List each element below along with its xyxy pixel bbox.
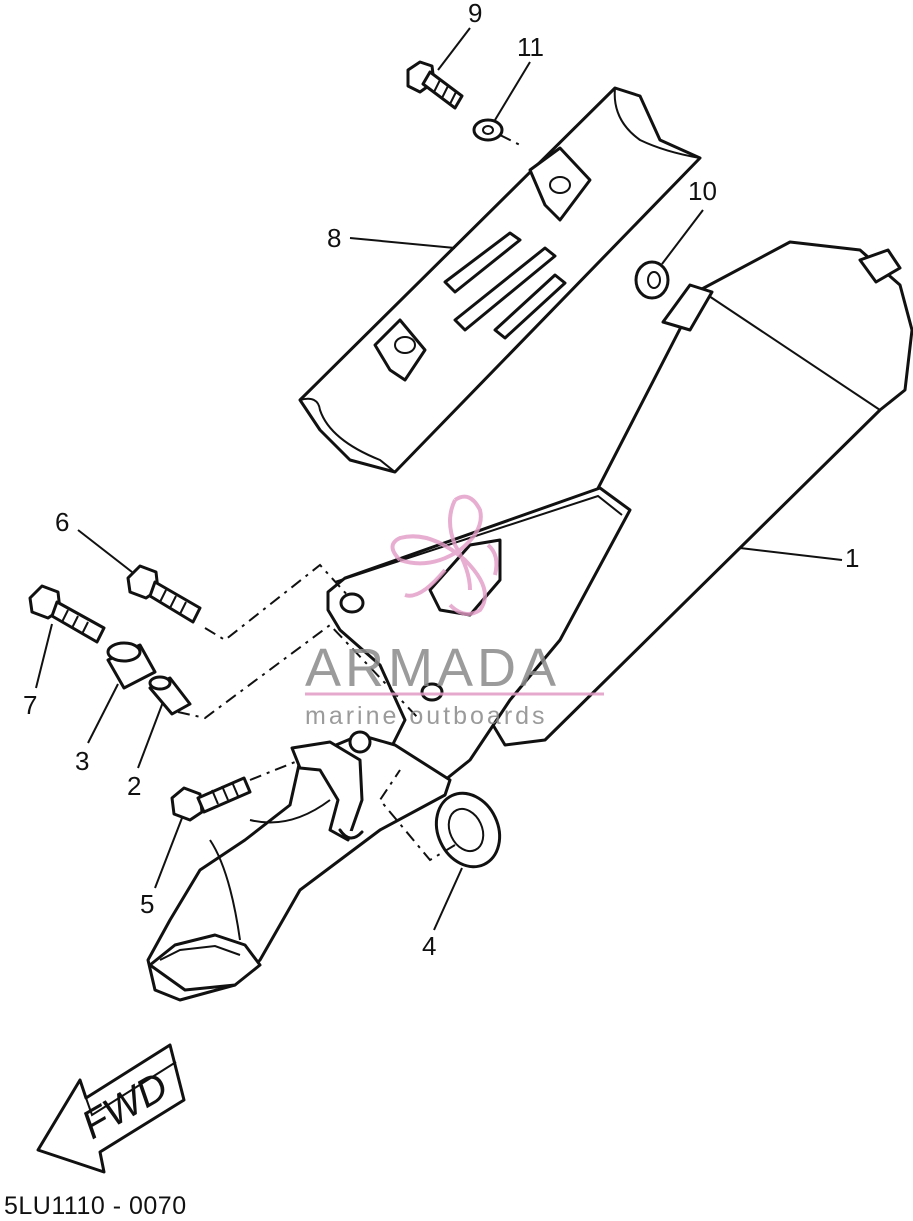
diagram-code: 5LU1110 - 0070 (4, 1192, 187, 1220)
gasket-4 (434, 791, 502, 869)
watermark-name: ARMADA (305, 638, 560, 698)
mount-bracket (326, 486, 632, 802)
callout-3: 3 (75, 746, 89, 776)
callout-labels: 1 2 3 4 5 6 7 8 9 10 11 (23, 0, 859, 961)
callout-6: 6 (55, 507, 69, 537)
bolt-5 (170, 776, 252, 822)
bolt-9 (406, 60, 464, 110)
forward-arrow: FWD (36, 1043, 186, 1174)
leader-lines (35, 27, 843, 931)
watermark-tagline: marine outboards (305, 702, 548, 730)
callout-1: 1 (845, 543, 859, 573)
callout-5: 5 (140, 889, 154, 919)
assembly-lines (177, 134, 521, 862)
callout-7: 7 (23, 690, 37, 720)
heat-protector (298, 86, 702, 474)
callout-4: 4 (422, 931, 436, 961)
callout-9: 9 (468, 0, 482, 28)
exhaust-pipe (146, 730, 452, 1002)
callout-8: 8 (327, 223, 341, 253)
bolt-7 (28, 584, 106, 644)
callout-10: 10 (688, 176, 717, 206)
callout-11: 11 (517, 32, 544, 62)
bolt-6 (126, 564, 202, 624)
grommet-10 (634, 260, 670, 300)
watermark: ARMADA marine outboards (305, 494, 604, 730)
collar-2 (148, 675, 192, 716)
callout-2: 2 (127, 771, 141, 801)
spacer-3 (106, 641, 157, 690)
watermark-logo-mark (390, 494, 499, 616)
washer-11 (472, 118, 504, 142)
